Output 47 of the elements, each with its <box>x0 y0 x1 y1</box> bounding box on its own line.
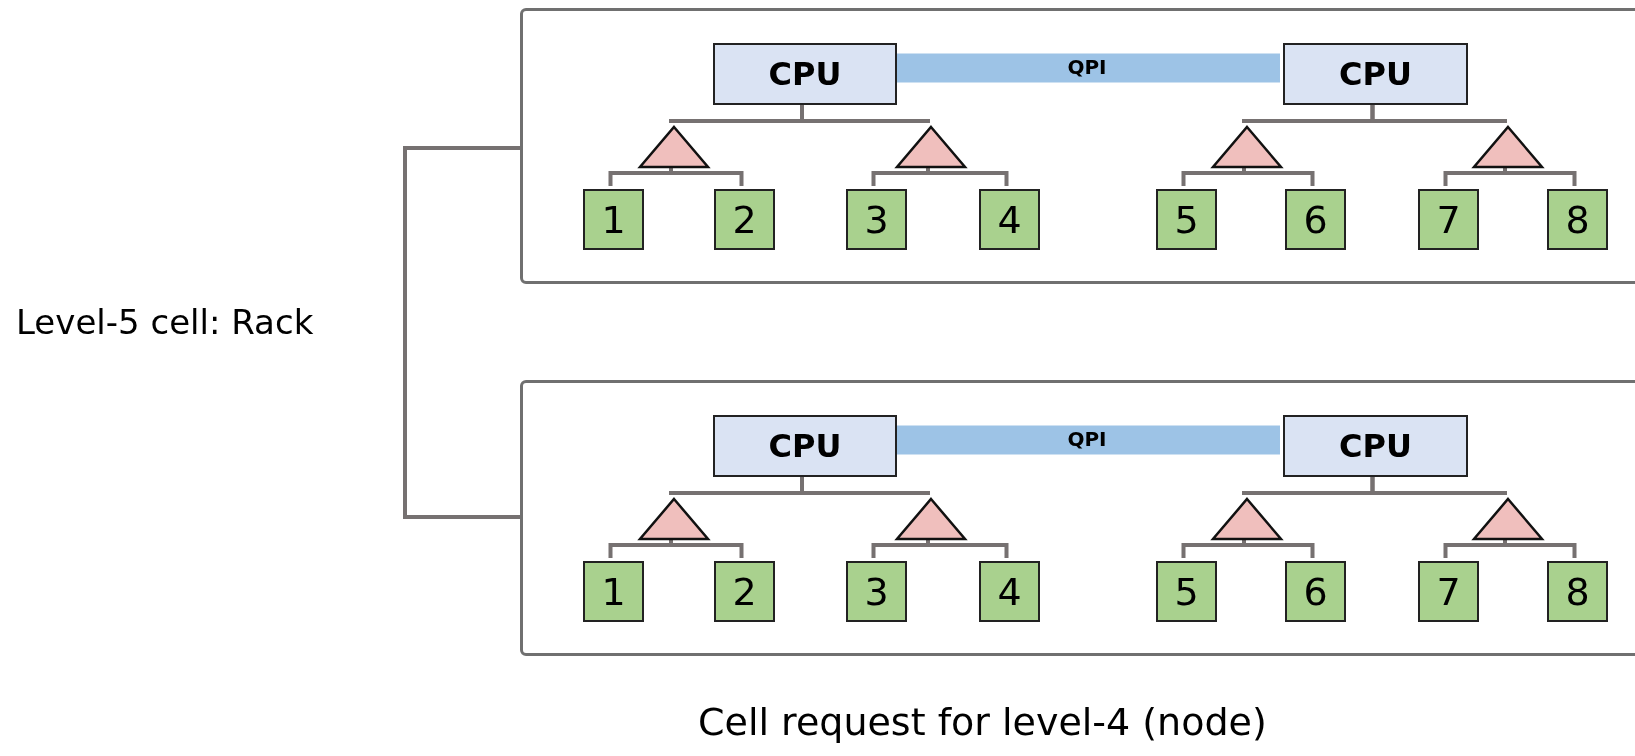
cpu-label: CPU <box>1339 427 1412 465</box>
core-number: 8 <box>1565 572 1590 611</box>
core-box <box>583 561 644 622</box>
core-box <box>1418 561 1479 622</box>
core-box <box>1547 189 1608 250</box>
core-box <box>1547 561 1608 622</box>
core-box <box>1418 189 1479 250</box>
core-number: 4 <box>997 200 1022 239</box>
core-number: 7 <box>1436 572 1461 611</box>
core-number: 6 <box>1303 200 1328 239</box>
cpu-label: CPU <box>768 55 842 93</box>
core-box <box>1285 189 1346 250</box>
cpu-box <box>713 43 897 105</box>
core-number: 2 <box>732 200 757 239</box>
bracket-line <box>403 146 520 519</box>
core-box <box>714 189 775 250</box>
level-label: Level-5 cell: Rack <box>16 302 314 342</box>
cpu-box <box>1283 415 1468 477</box>
core-number: 4 <box>997 572 1022 611</box>
server-node-panel <box>520 8 1635 284</box>
core-number: 7 <box>1436 200 1461 239</box>
core-number: 3 <box>864 572 889 611</box>
core-box <box>846 561 907 622</box>
core-box <box>583 189 644 250</box>
core-box <box>1285 561 1346 622</box>
edge-label: QPI <box>1066 55 1108 79</box>
cpu-label: CPU <box>768 427 842 465</box>
core-number: 6 <box>1303 572 1328 611</box>
core-box <box>979 561 1040 622</box>
core-number: 3 <box>864 200 889 239</box>
caption: Cell request for level-4 (node) <box>698 700 1267 744</box>
cpu-box <box>1283 43 1468 105</box>
core-number: 1 <box>601 200 626 239</box>
server-node-panel <box>520 380 1635 656</box>
core-number: 5 <box>1174 572 1199 611</box>
core-box <box>714 561 775 622</box>
core-box <box>1156 561 1217 622</box>
core-number: 1 <box>601 572 626 611</box>
core-box <box>979 189 1040 250</box>
core-box <box>846 189 907 250</box>
core-number: 2 <box>732 572 757 611</box>
cpu-box <box>713 415 897 477</box>
cpu-label: CPU <box>1339 55 1412 93</box>
core-box <box>1156 189 1217 250</box>
core-number: 5 <box>1174 200 1199 239</box>
edge-label: QPI <box>1066 427 1108 451</box>
core-number: 8 <box>1565 200 1590 239</box>
